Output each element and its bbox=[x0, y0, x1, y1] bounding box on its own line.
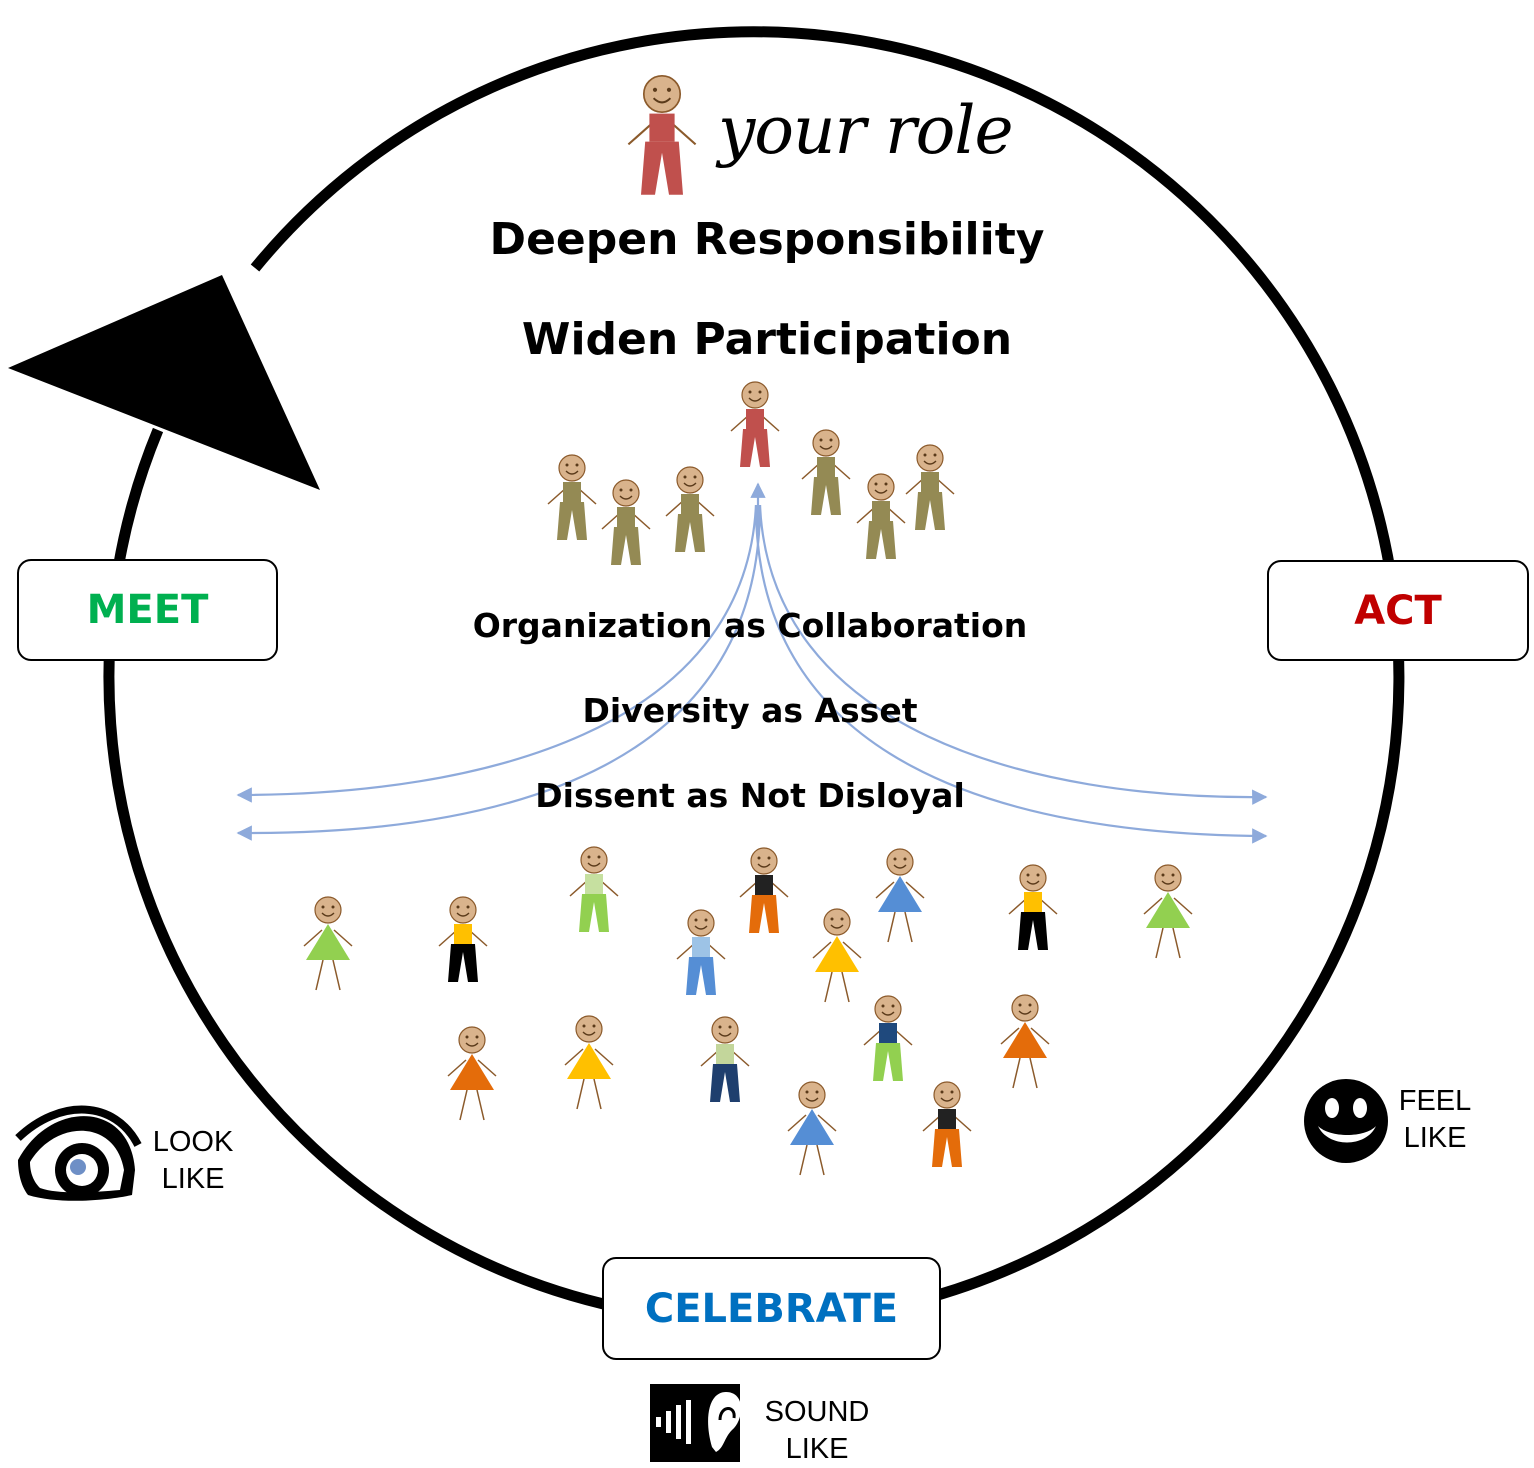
person-crowd-2 bbox=[438, 896, 488, 982]
person-crowd-9 bbox=[812, 908, 862, 1003]
principle-dissent: Dissent as Not Disloyal bbox=[535, 776, 965, 815]
person-crowd-16 bbox=[922, 1081, 972, 1167]
person-group-4 bbox=[801, 429, 851, 515]
person-crowd-11 bbox=[564, 1015, 614, 1110]
flow-arrows bbox=[236, 482, 1268, 844]
person-crowd-8 bbox=[676, 909, 726, 995]
your-role-label: your role bbox=[718, 92, 1014, 169]
eye-icon bbox=[15, 1105, 142, 1201]
feel-line2: LIKE bbox=[1403, 1122, 1467, 1154]
stage-act-label: ACT bbox=[1354, 587, 1442, 634]
look-line1: LOOK bbox=[152, 1126, 234, 1158]
feel-line1: FEEL bbox=[1398, 1085, 1472, 1117]
people-group bbox=[303, 74, 1193, 1176]
person-group-1 bbox=[547, 454, 597, 540]
stage-meet-label: MEET bbox=[86, 587, 209, 633]
feel-like-label: FEEL LIKE bbox=[1385, 1083, 1485, 1157]
ear-icon bbox=[650, 1384, 742, 1462]
person-group-2 bbox=[601, 479, 651, 565]
look-like-label: LOOK LIKE bbox=[143, 1124, 243, 1198]
stage-meet-box: MEET bbox=[17, 559, 278, 661]
person-leader bbox=[730, 381, 780, 467]
cycle-arrowhead bbox=[8, 275, 320, 490]
person-crowd-3 bbox=[569, 846, 619, 932]
heading-deepen-responsibility: Deepen Responsibility bbox=[489, 214, 1045, 265]
person-crowd-5 bbox=[875, 848, 925, 943]
person-crowd-12 bbox=[700, 1016, 750, 1102]
smiley-face-icon bbox=[1304, 1079, 1388, 1163]
person-group-6 bbox=[905, 444, 955, 530]
heading-widen-participation: Widen Participation bbox=[521, 314, 1013, 365]
person-crowd-4 bbox=[739, 847, 789, 933]
stage-celebrate-box: CELEBRATE bbox=[602, 1257, 941, 1360]
person-crowd-7 bbox=[1143, 864, 1193, 959]
person-crowd-6 bbox=[1008, 864, 1058, 950]
principle-collaboration: Organization as Collaboration bbox=[472, 606, 1028, 645]
sound-like-label: SOUND LIKE bbox=[752, 1394, 882, 1468]
person-your-role bbox=[627, 74, 697, 195]
person-crowd-14 bbox=[1000, 994, 1050, 1089]
person-group-3 bbox=[665, 466, 715, 552]
person-crowd-10 bbox=[447, 1026, 497, 1121]
person-group-5 bbox=[856, 473, 906, 559]
sound-line2: LIKE bbox=[785, 1433, 849, 1465]
stage-act-box: ACT bbox=[1267, 560, 1529, 661]
stage-celebrate-label: CELEBRATE bbox=[644, 1285, 899, 1332]
cycle-circle bbox=[103, 26, 1405, 1328]
principle-diversity: Diversity as Asset bbox=[582, 691, 918, 730]
person-crowd-15 bbox=[787, 1081, 837, 1176]
person-crowd-13 bbox=[863, 995, 913, 1081]
sound-line1: SOUND bbox=[764, 1396, 870, 1428]
person-crowd-1 bbox=[303, 896, 353, 991]
look-line2: LIKE bbox=[161, 1163, 225, 1195]
